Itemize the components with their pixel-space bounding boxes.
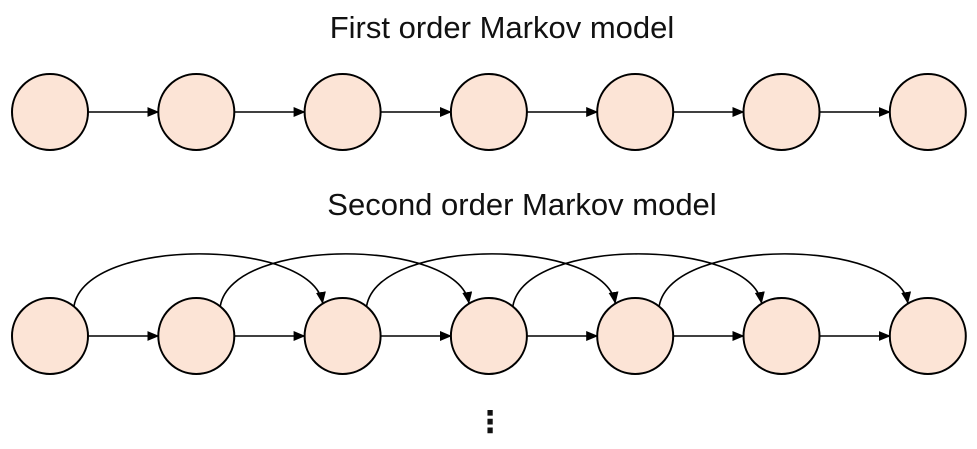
skip-edge-1-to-3 <box>73 253 326 307</box>
second-order-title: Second order Markov model <box>327 187 716 222</box>
state-node-1-6 <box>742 73 821 151</box>
second-order-skip-edges <box>73 253 912 307</box>
state-node-1-5 <box>596 73 675 151</box>
state-node-1-4 <box>449 73 528 151</box>
first-order-nodes <box>11 73 967 151</box>
skip-edge-2-to-4 <box>219 253 473 307</box>
state-node-1-7 <box>888 73 967 151</box>
state-node-2-3 <box>303 297 382 375</box>
first-order-title: First order Markov model <box>330 10 675 45</box>
state-node-2-7 <box>888 297 967 375</box>
state-node-1-3 <box>303 73 382 151</box>
state-node-2-4 <box>449 297 528 375</box>
state-node-2-6 <box>742 297 821 375</box>
skip-edge-3-to-5 <box>365 253 619 307</box>
state-node-1-2 <box>157 73 236 151</box>
state-node-2-2 <box>157 297 236 375</box>
skip-edge-5-to-7 <box>658 253 912 307</box>
state-node-1-1 <box>11 73 89 151</box>
second-order-nodes <box>11 297 967 375</box>
skip-edge-4-to-6 <box>512 253 765 307</box>
continuation-ellipsis: ⋮ <box>475 406 505 439</box>
state-node-2-5 <box>596 297 675 375</box>
state-node-2-1 <box>11 297 89 375</box>
